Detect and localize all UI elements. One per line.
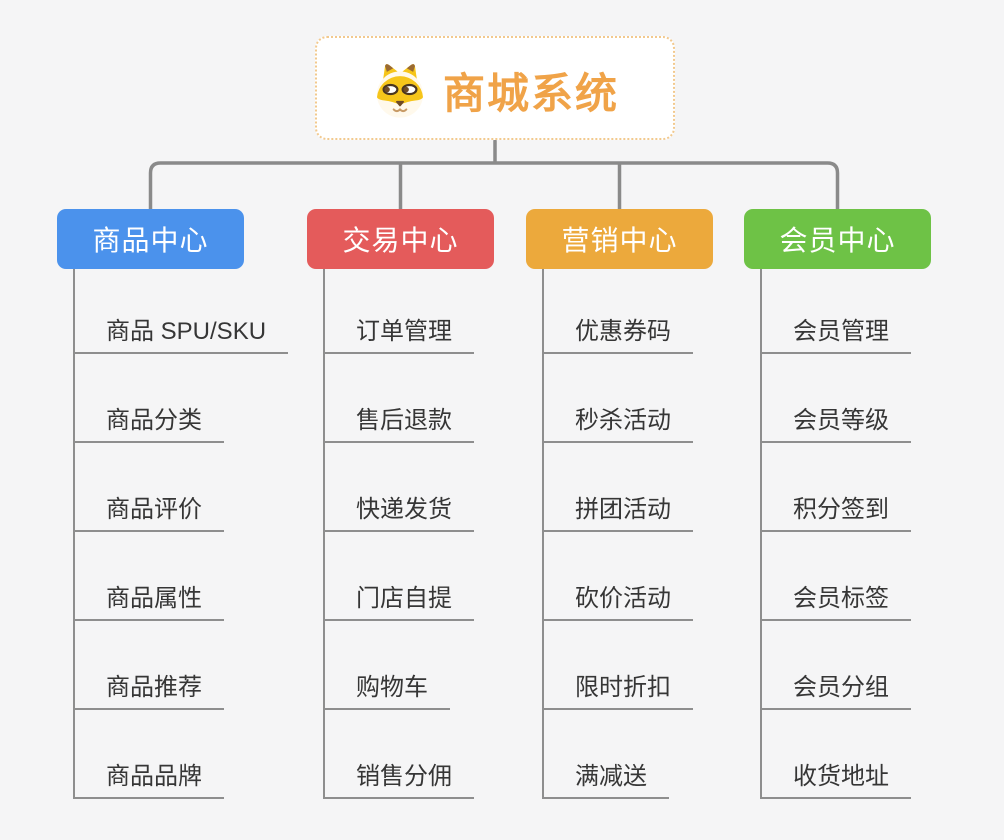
branch-node[interactable]: 会员中心 (744, 209, 931, 269)
leaf-item[interactable]: 限时折扣 (542, 666, 693, 710)
leaf-item[interactable]: 会员标签 (760, 577, 911, 621)
branch-label: 营销中心 (561, 219, 677, 259)
leaf-item[interactable]: 售后退款 (323, 399, 474, 443)
leaf-item[interactable]: 销售分佣 (323, 755, 474, 799)
leaf-item[interactable]: 积分签到 (760, 488, 911, 532)
leaf-item[interactable]: 商品品牌 (73, 755, 224, 799)
leaf-item[interactable]: 商品分类 (73, 399, 224, 443)
leaf-item[interactable]: 满减送 (542, 755, 669, 799)
leaf-item[interactable]: 砍价活动 (542, 577, 693, 621)
leaf-item[interactable]: 订单管理 (323, 310, 474, 354)
leaf-item[interactable]: 优惠券码 (542, 310, 693, 354)
branch-label: 交易中心 (342, 219, 458, 259)
leaf-item[interactable]: 拼团活动 (542, 488, 693, 532)
leaf-item[interactable]: 快递发货 (323, 488, 474, 532)
leaf-item[interactable]: 会员分组 (760, 666, 911, 710)
leaf-item[interactable]: 秒杀活动 (542, 399, 693, 443)
leaf-item[interactable]: 会员等级 (760, 399, 911, 443)
leaf-item[interactable]: 门店自提 (323, 577, 474, 621)
leaf-item[interactable]: 商品评价 (73, 488, 224, 532)
leaf-item[interactable]: 商品 SPU/SKU (73, 310, 288, 354)
connector-path (151, 141, 838, 209)
leaf-item[interactable]: 商品推荐 (73, 666, 224, 710)
leaf-item[interactable]: 购物车 (323, 666, 450, 710)
leaf-item[interactable]: 商品属性 (73, 577, 224, 621)
branch-node[interactable]: 商品中心 (57, 209, 244, 269)
leaf-item[interactable]: 收货地址 (760, 755, 911, 799)
branch-label: 会员中心 (779, 219, 895, 259)
root-title: 商城系统 (443, 60, 619, 121)
branch-node[interactable]: 交易中心 (307, 209, 494, 269)
dog-face-icon (371, 61, 429, 119)
branch-label: 商品中心 (92, 219, 208, 259)
branch-node[interactable]: 营销中心 (526, 209, 713, 269)
root-node[interactable]: 商城系统 (315, 36, 675, 140)
leaf-item[interactable]: 会员管理 (760, 310, 911, 354)
